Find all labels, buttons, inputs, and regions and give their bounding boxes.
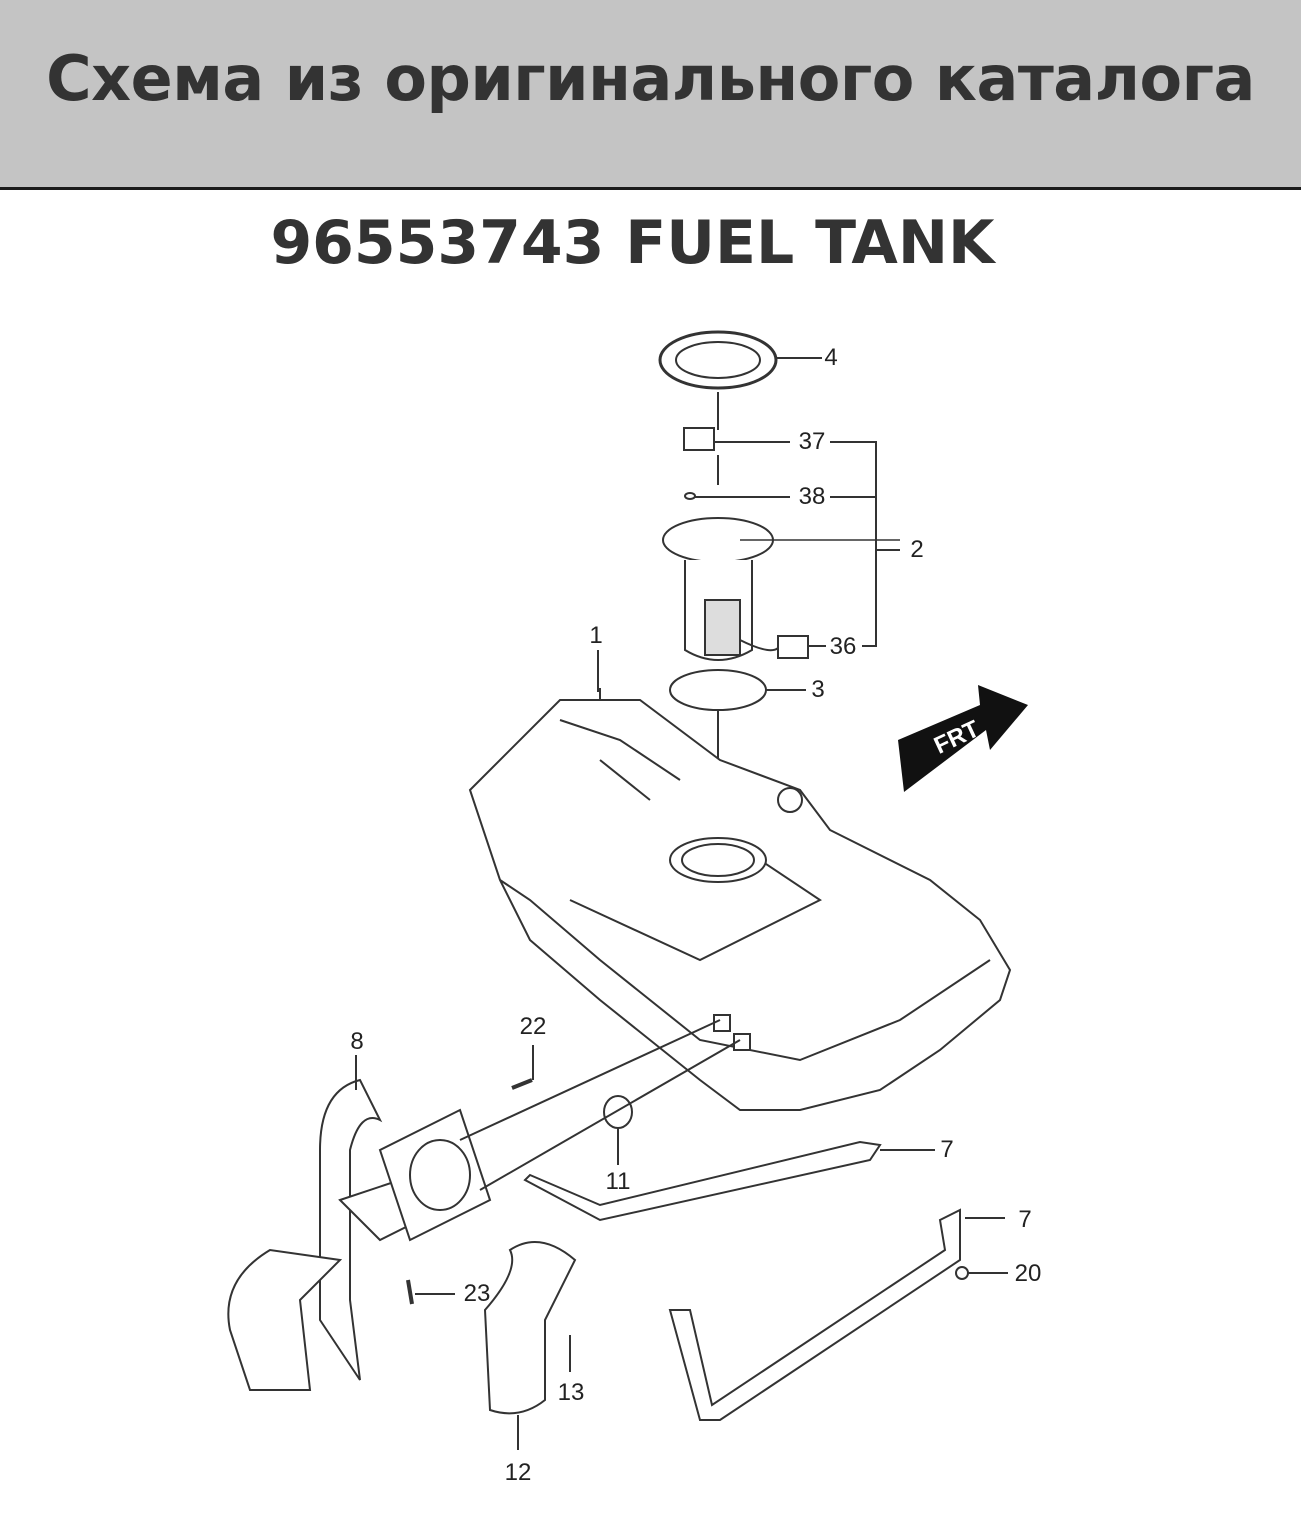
gasket-part-3 xyxy=(669,669,767,711)
callout-7-lower: 7 xyxy=(1018,1206,1032,1233)
callout-38: 38 xyxy=(798,483,826,510)
callout-2: 2 xyxy=(910,536,924,563)
diagram-title: 96553743 FUEL TANK xyxy=(270,208,995,278)
bolt-part-23 xyxy=(406,1279,414,1305)
callout-13: 13 xyxy=(557,1379,585,1406)
o-ring-part-38 xyxy=(684,492,696,500)
callout-4: 4 xyxy=(824,344,838,371)
strap-part-7a xyxy=(523,1140,882,1222)
callout-23: 23 xyxy=(463,1280,491,1307)
front-direction-arrow xyxy=(898,685,1028,792)
callout-12: 12 xyxy=(504,1459,532,1486)
callout-22: 22 xyxy=(519,1013,547,1040)
callout-37: 37 xyxy=(798,428,826,455)
strap-part-7b xyxy=(668,1208,961,1421)
callout-8: 8 xyxy=(350,1028,364,1055)
callout-1: 1 xyxy=(589,622,603,649)
header-title: Схема из оригинального каталога xyxy=(46,42,1255,115)
callout-11: 11 xyxy=(605,1168,631,1195)
fuel-tank-part-1 xyxy=(468,688,1012,1111)
shield-part-12 xyxy=(483,1241,577,1415)
filler-neck-part-8 xyxy=(227,1019,741,1391)
lock-ring-part-4 xyxy=(658,330,822,430)
callout-36: 36 xyxy=(829,633,857,660)
connector-part-37 xyxy=(683,427,790,485)
nut-part-20 xyxy=(955,1266,969,1280)
callout-3: 3 xyxy=(811,676,825,703)
header-banner: Схема из оригинального каталога xyxy=(0,0,1301,190)
clamp-part-11 xyxy=(603,1095,633,1129)
bolt-part-22 xyxy=(511,1078,533,1090)
callout-20: 20 xyxy=(1014,1260,1042,1287)
fuel-pump-module-part-2 xyxy=(662,517,900,661)
callout-7-upper: 7 xyxy=(940,1136,954,1163)
